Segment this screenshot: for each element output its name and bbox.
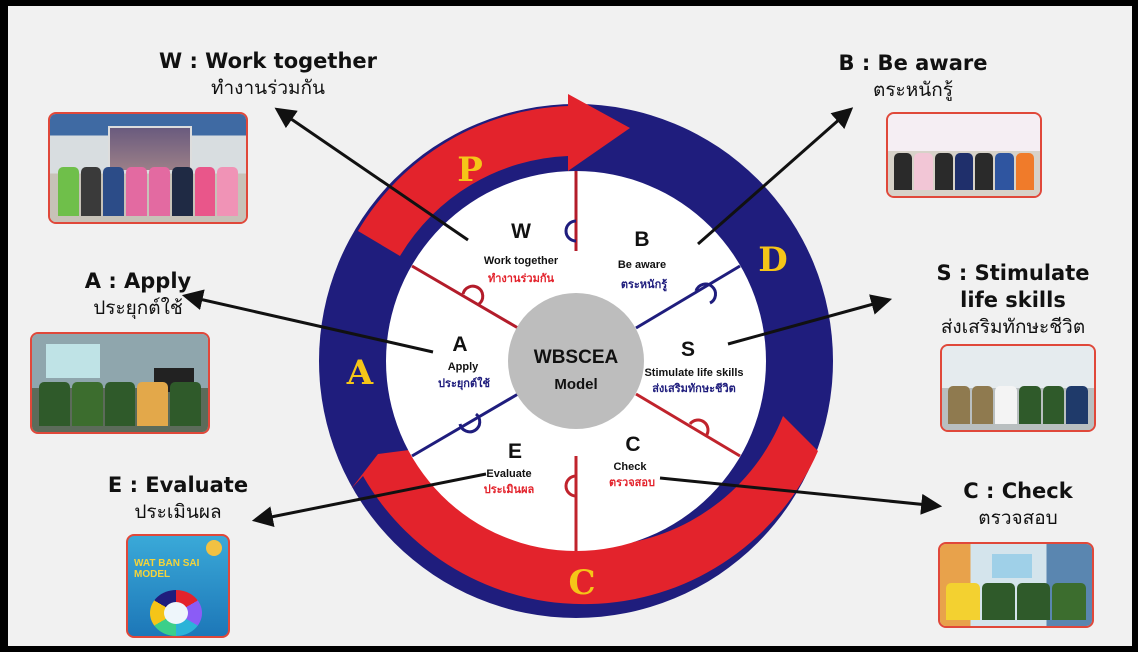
segment-b-thai: ตระหนักรู้ [621,278,667,292]
arrow-to-work-together [274,107,469,242]
segment-b-letter: B [634,228,649,251]
check-arc [351,416,818,605]
callout-check: C : Check ตรวจสอบ [928,478,1108,531]
segment-e-label: Evaluate [486,468,531,480]
callout-work-together: W : Work together ทำงานร่วมกัน [138,48,398,101]
segment-s-letter: S [681,338,695,361]
callout-apply: A : Apply ประยุกต์ใช้ [48,268,228,321]
callout-be-aware: B : Be aware ตระหนักรู้ [808,50,1018,103]
segment-a-label: Apply [448,361,479,373]
segment-s-thai: ส่งเสริมทักษะชีวิต [652,382,736,395]
cycle-letter-d: D [758,240,787,280]
wbscea-cycle-diagram: WBSCEA Model P D C A W Work together ทำง… [181,94,943,618]
callout-check-title: C : Check [963,479,1073,503]
photo-work-together [48,112,248,224]
segment-w-thai: ทำงานร่วมกัน [488,272,554,285]
segment-w-letter: W [511,220,531,243]
poster-line1: WAT BAN SAI [134,558,200,569]
segment-e-thai: ประเมินผล [484,483,535,496]
callout-evaluate-title: E : Evaluate [107,473,249,497]
callout-evaluate: E : Evaluate ประเมินผล [78,472,278,525]
callout-work-together-thai: ทำงานร่วมกัน [210,77,326,99]
poster-line2: MODEL [134,569,171,580]
photo-check [938,542,1094,628]
arrow-to-stimulate [727,294,893,346]
segment-c-label: Check [613,461,647,473]
arrow-to-check [659,476,943,515]
callout-evaluate-thai: ประเมินผล [134,501,222,523]
segment-a-thai: ประยุกต์ใช้ [438,376,490,391]
callout-stimulate: S : Stimulate life skills ส่งเสริมทักษะช… [908,260,1118,340]
callout-stimulate-title: S : Stimulate [936,261,1090,285]
segment-b-label: Be aware [618,259,666,271]
segment-w-label: Work together [484,255,559,267]
photo-evaluate-poster: WAT BAN SAI MODEL [126,534,230,638]
callout-work-together-title: W : Work together [159,49,377,73]
hub-subtitle: Model [554,376,597,393]
arrow-to-evaluate [251,472,487,528]
plan-arc [358,94,630,256]
cycle-letter-a: A [346,353,374,393]
arrow-to-apply [181,289,434,354]
segment-c-letter: C [625,433,640,456]
photo-be-aware [886,112,1042,198]
photo-apply [30,332,210,434]
callout-be-aware-title: B : Be aware [838,51,988,75]
segment-a-letter: A [452,333,467,356]
callout-stimulate-thai: ส่งเสริมทักษะชีวิต [940,316,1086,338]
arrow-to-be-aware [697,107,854,246]
callout-apply-thai: ประยุกต์ใช้ [93,297,183,319]
callout-stimulate-title-line2: life skills [960,288,1066,312]
callout-apply-title: A : Apply [84,269,192,293]
segment-s-label: Stimulate life skills [644,367,743,379]
cycle-letter-c: C [568,563,595,603]
segment-c-thai: ตรวจสอบ [609,476,655,489]
segment-e-letter: E [508,440,522,463]
hub-title: WBSCEA [534,347,619,368]
infographic-frame: WBSCEA Model P D C A W Work together ทำง… [8,6,1132,646]
hub-circle [508,293,644,429]
callout-check-thai: ตรวจสอบ [978,507,1058,529]
cycle-letter-p: P [457,150,483,190]
callout-be-aware-thai: ตระหนักรู้ [873,79,953,101]
photo-stimulate-life-skills [940,344,1096,432]
